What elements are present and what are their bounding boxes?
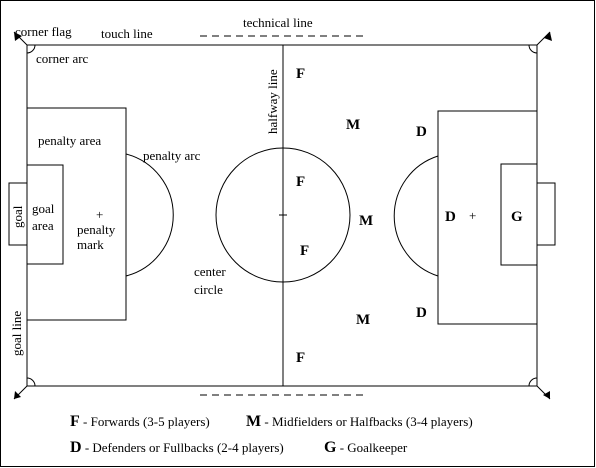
legend-f-text: - Forwards (3-5 players) — [80, 414, 210, 429]
label-goal: goal — [10, 205, 25, 228]
label-penalty-mark-line2: mark — [77, 237, 104, 252]
legend-d-text: - Defenders or Fullbacks (2-4 players) — [82, 440, 284, 455]
label-goal-area-line1: goal — [32, 201, 55, 216]
label-corner-flag: corner flag — [15, 24, 72, 39]
label-halfway-line: halfway line — [265, 69, 280, 134]
legend-d-letter: D — [70, 439, 82, 456]
corner-flag-bottom-right-icon — [536, 385, 551, 400]
legend-defenders: D - Defenders or Fullbacks (2-4 players) — [70, 439, 284, 456]
label-technical-line: technical line — [243, 15, 313, 30]
label-penalty-arc: penalty arc — [143, 148, 201, 163]
label-goal-area-line2: area — [32, 218, 54, 233]
legend-g-text: - Goalkeeper — [336, 440, 407, 455]
forward-marker-3: F — [300, 243, 309, 259]
forward-marker-2: F — [296, 174, 305, 190]
center-circle — [215, 147, 351, 283]
legend-midfielders: M - Midfielders or Halfbacks (3-4 player… — [246, 413, 473, 430]
defender-marker-1: D — [416, 124, 427, 140]
label-center-circle-line1: center — [194, 264, 226, 279]
goalkeeper-marker: G — [511, 209, 523, 225]
right-penalty-arc — [393, 155, 439, 277]
defender-marker-2: D — [445, 209, 456, 225]
label-center-circle-line2: circle — [194, 282, 223, 297]
right-goal — [536, 182, 556, 246]
midfielder-marker-2: M — [359, 213, 373, 229]
left-penalty-arc — [125, 153, 174, 277]
legend-g-letter: G — [324, 439, 337, 456]
corner-arc-bottom-left — [26, 377, 36, 387]
midfielder-marker-1: M — [346, 117, 360, 133]
corner-arc-top-left — [26, 44, 36, 54]
label-penalty-area: penalty area — [38, 133, 101, 148]
legend-f-letter: F — [70, 413, 80, 430]
legend-m-letter: M — [246, 413, 261, 430]
corner-flag-top-left-icon — [13, 31, 28, 46]
defender-marker-3: D — [416, 305, 427, 321]
legend-forwards: F - Forwards (3-5 players) — [70, 413, 210, 430]
penalty-mark-left: + — [96, 207, 103, 222]
left-goal — [8, 182, 28, 246]
label-goal-line: goal line — [9, 311, 24, 356]
corner-arc-top-right — [528, 44, 538, 54]
legend: F - Forwards (3-5 players) M - Midfielde… — [70, 413, 473, 456]
label-corner-arc: corner arc — [36, 51, 89, 66]
penalty-mark-right: + — [469, 208, 476, 223]
corner-flag-bottom-left-icon — [13, 385, 28, 400]
legend-goalkeeper: G - Goalkeeper — [324, 439, 408, 456]
corner-arc-bottom-right — [528, 377, 538, 387]
legend-m-text: - Midfielders or Halfbacks (3-4 players) — [261, 414, 473, 429]
label-touch-line: touch line — [101, 26, 153, 41]
label-penalty-mark-line1: penalty — [77, 222, 116, 237]
midfielder-marker-3: M — [356, 312, 370, 328]
forward-marker-1: F — [296, 66, 305, 82]
corner-flag-top-right-icon — [536, 31, 552, 46]
forward-marker-4: F — [296, 350, 305, 366]
